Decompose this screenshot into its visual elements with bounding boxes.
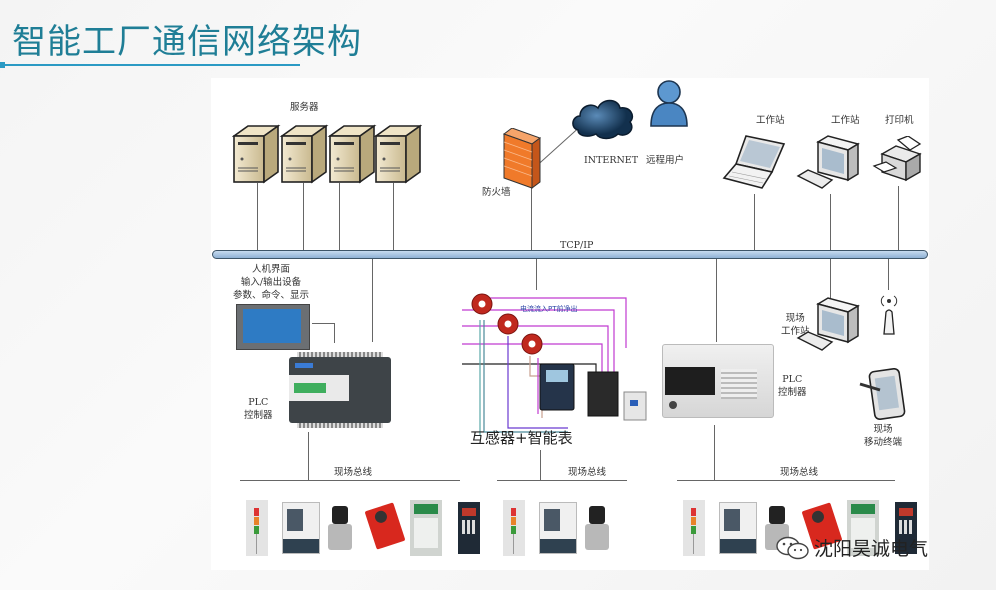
plc-controller-1 [289, 352, 391, 428]
signal-tower-icon [240, 500, 280, 556]
printer-icon [872, 136, 922, 182]
hmi-panel [236, 304, 310, 350]
plc-1-label: PLC 控制器 [244, 396, 273, 422]
plc-controller-2 [662, 344, 774, 418]
hmi-label-line: 输入/输出设备 [240, 277, 302, 288]
firewall-icon [502, 128, 542, 189]
desktop-workstation-icon [796, 135, 860, 189]
page-title: 智能工厂通信网络架构 [12, 22, 362, 62]
mobile-terminal-icon [859, 368, 906, 421]
watermark-text: 沈阳昊诚电气 [814, 538, 929, 560]
bus-label: TCP/IP [560, 240, 594, 251]
laptop-icon [722, 135, 786, 189]
internet-label: INTERNET [584, 155, 639, 166]
field-bus-3-label: 现场总线 [780, 467, 819, 478]
wireless-access-point-icon [880, 295, 898, 335]
wechat-icon [776, 536, 809, 559]
field-workstation-label-line: 工作站 [781, 326, 810, 337]
hmi-label-line: 人机界面 [252, 264, 291, 275]
field-bus-1-label: 现场总线 [334, 467, 373, 478]
cnc-machine-icon [539, 500, 579, 556]
solenoid-valve-icon [324, 500, 364, 556]
inverter-icon [450, 500, 490, 556]
hmi-screen [243, 309, 301, 343]
signal-tower-icon [497, 500, 537, 556]
server-icon [373, 124, 422, 184]
power-module-icon [845, 500, 885, 556]
server-icons [232, 124, 422, 184]
inverter-icon [887, 500, 927, 556]
server-icon [327, 124, 377, 184]
valve-actuator-icon [364, 500, 406, 556]
field-workstation-icon [796, 297, 860, 351]
hmi-label: 人机界面 输入/输出设备 参数、命令、显示 [233, 263, 309, 302]
breaker-icon [587, 371, 619, 417]
meter-diagram-note: 电流流入PT前净出 [520, 305, 578, 313]
field-workstation-label: 现场 工作站 [781, 312, 810, 338]
watermark: 沈阳昊诚电气 [776, 534, 928, 561]
cnc-machine-icon [282, 500, 322, 556]
remote-user-label: 远程用户 [646, 155, 685, 166]
mobile-terminal-label: 现场 移动终端 [864, 423, 902, 449]
title-underline [0, 64, 300, 66]
tcp-ip-bus [212, 250, 928, 259]
workstation-1-label: 工作站 [756, 115, 785, 126]
servers-label: 服务器 [290, 102, 319, 113]
server-icon [232, 124, 281, 184]
internet-cloud-icon [572, 99, 634, 140]
printer-label: 打印机 [885, 115, 914, 126]
mobile-terminal-label-line: 移动终端 [864, 437, 903, 448]
plc-1-label-line: 控制器 [244, 410, 273, 421]
cnc-machine-icon [719, 500, 759, 556]
plc-2-label-line: PLC [782, 374, 803, 385]
firewall-label: 防火墙 [482, 187, 511, 198]
hmi-label-line: 参数、命令、显示 [233, 290, 310, 301]
plc-1-label-line: PLC [248, 397, 269, 408]
server-icon [279, 124, 329, 184]
remote-user-icon [650, 80, 688, 127]
mobile-terminal-label-line: 现场 [873, 424, 893, 435]
field-workstation-label-line: 现场 [785, 313, 805, 324]
power-module-icon [408, 500, 448, 556]
signal-tower-icon [677, 500, 717, 556]
solenoid-valve-icon [581, 500, 621, 556]
workstation-2-label: 工作站 [831, 115, 860, 126]
meter-caption: 互感器+智能表 [470, 429, 573, 447]
plc-2-label-line: 控制器 [778, 387, 807, 398]
plc-2-label: PLC 控制器 [778, 373, 807, 399]
transformer-meter-diagram [462, 293, 647, 436]
title-underline-marker [0, 62, 5, 68]
field-bus-2-label: 现场总线 [568, 467, 607, 478]
